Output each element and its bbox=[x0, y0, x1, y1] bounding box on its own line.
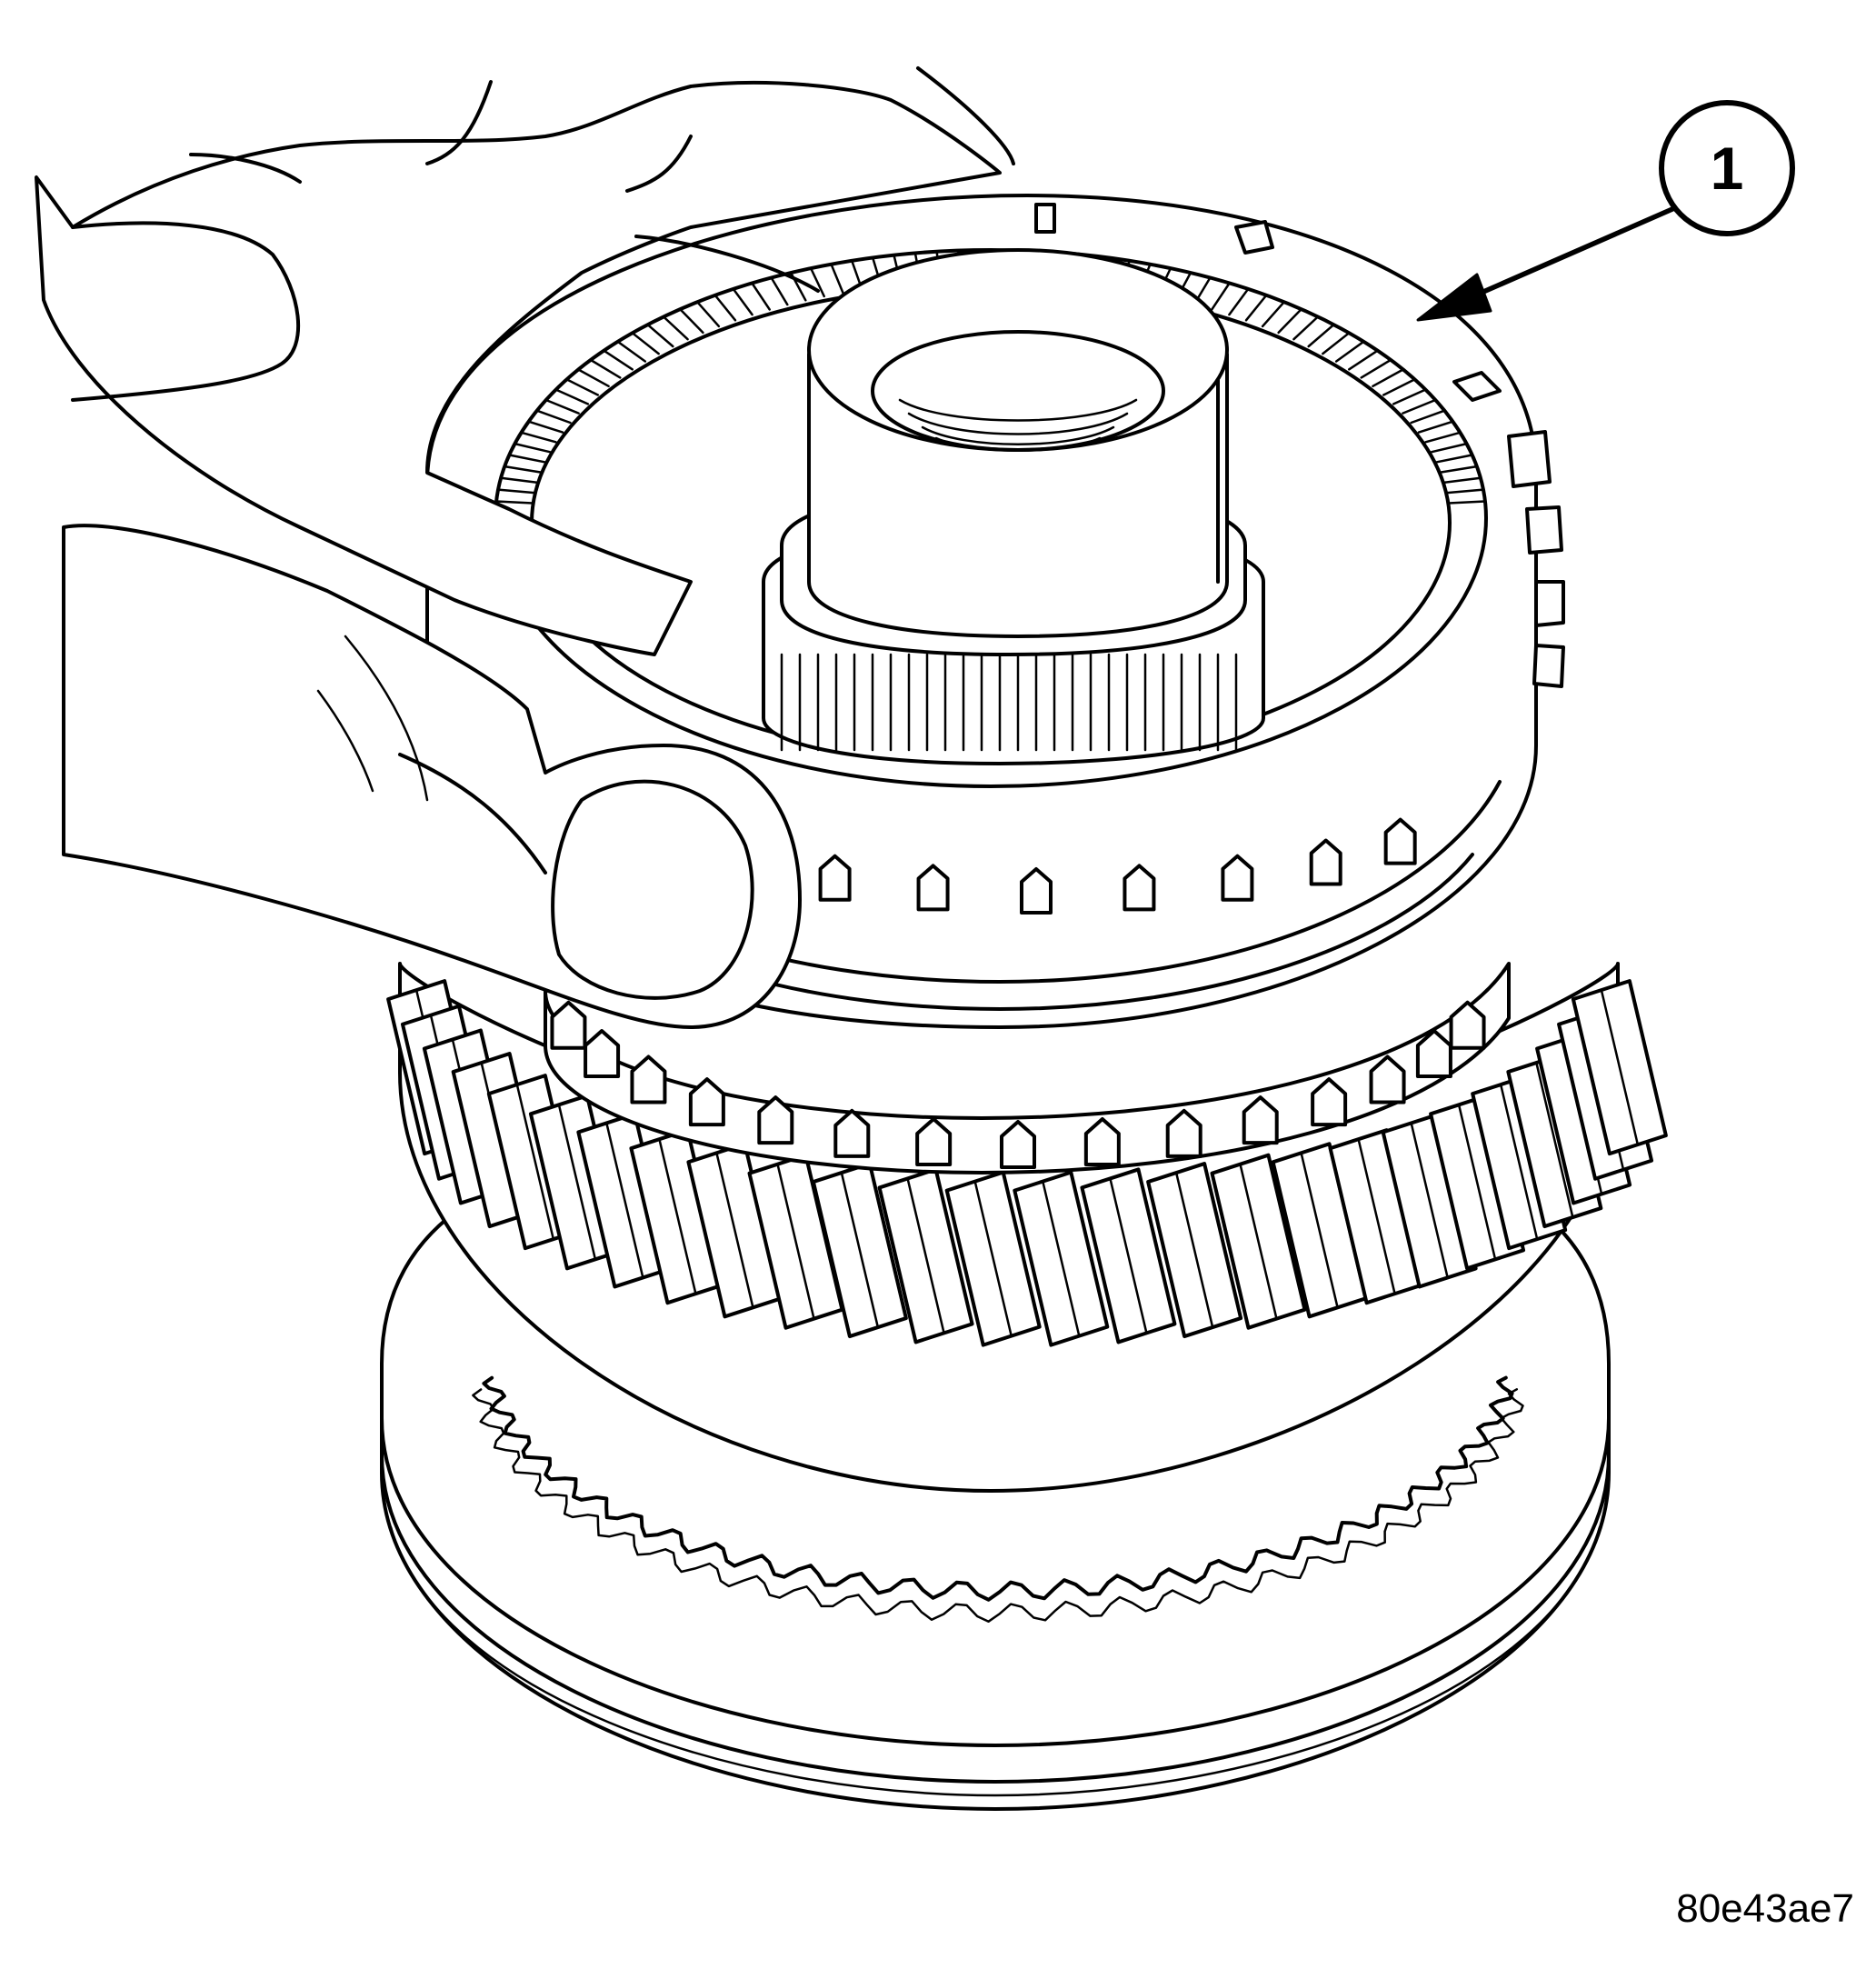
synchro-teeth-ring bbox=[544, 962, 1511, 1174]
figure-id: 80e43ae7 bbox=[1676, 1886, 1854, 1931]
callout-circle bbox=[1659, 100, 1795, 236]
callout-1: 1 bbox=[1416, 100, 1795, 322]
shaft-hub bbox=[762, 248, 1265, 765]
hand-illustration bbox=[35, 66, 1015, 1029]
callout-label: 1 bbox=[1711, 135, 1744, 202]
spline-band bbox=[472, 1375, 1524, 1624]
helical-gear bbox=[386, 962, 1668, 1493]
